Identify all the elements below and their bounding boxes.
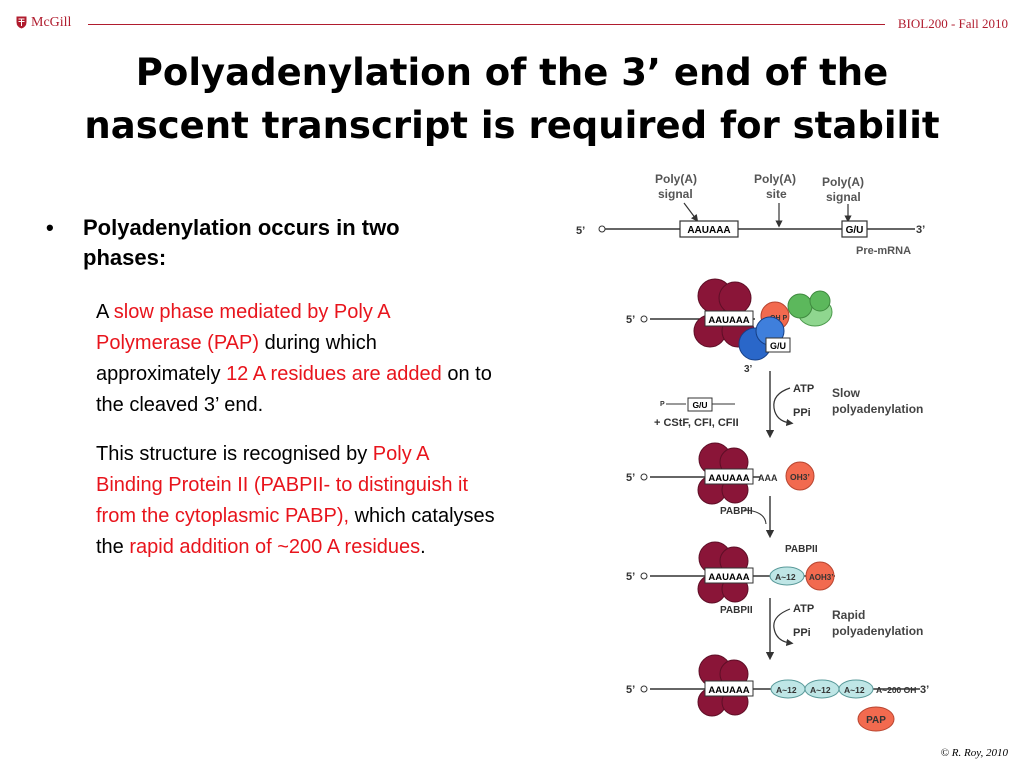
a200-label: A~200 OH xyxy=(876,685,916,695)
pabpii-label: PABPII xyxy=(720,605,753,616)
paragraph-slow-phase: A slow phase mediated by Poly A Polymera… xyxy=(96,297,496,421)
long-tail-rna: 5’ AAUAAA A~12 A~12 A~12 A~200 OH 3’ PAP xyxy=(626,654,929,732)
para2-highlight-2: rapid addition of ~200 A residues xyxy=(129,536,421,558)
mcgill-shield-icon xyxy=(16,16,27,29)
pap-enzyme xyxy=(785,461,815,491)
aauaaa-label: AAUAAA xyxy=(708,473,749,484)
para1-text-2: during which approximately xyxy=(96,332,377,385)
five-prime-label: 5’ xyxy=(576,225,585,237)
five-prime-label: 5’ xyxy=(626,314,635,326)
para2-text-2: which catalyses the xyxy=(96,505,495,558)
copyright-notice: © R. Roy, 2010 xyxy=(940,747,1008,759)
pabpii-label: PABPII xyxy=(720,506,753,517)
aauaaa-box xyxy=(679,220,739,238)
pap-label: PAP xyxy=(866,715,886,726)
para1-highlight-1: slow phase mediated by Poly A Polymerase… xyxy=(96,301,390,354)
header-rule xyxy=(88,24,885,25)
pre-mrna-label: Pre-mRNA xyxy=(856,245,911,257)
a12-label: A~12 xyxy=(776,685,797,695)
oh-p-label: OH P xyxy=(770,315,787,322)
gu-label: G/U xyxy=(770,341,786,351)
three-prime-label: 3’ xyxy=(920,684,929,696)
gu-label: G/U xyxy=(692,400,707,410)
five-prime-label: 5’ xyxy=(626,684,635,696)
released-factors-label: + CStF, CFI, CFII xyxy=(654,417,739,429)
pap-enzyme xyxy=(857,706,895,732)
p-label: P xyxy=(660,401,665,408)
atp-label: ATP xyxy=(793,603,814,615)
rapid-polyadenylation-label: Rapid polyadenylation xyxy=(832,608,923,638)
five-prime-label: 5’ xyxy=(626,571,635,583)
course-label: BIOL200 - Fall 2010 xyxy=(897,16,1008,31)
ppi-label: PPi xyxy=(793,627,811,639)
para2-highlight-1: Poly A Binding Protein II (PABPII- to di… xyxy=(96,443,469,527)
aoh-label: AOH3’ xyxy=(809,573,833,582)
polya-signal-label-2: Poly(A) signal xyxy=(822,175,867,204)
ppi-label: PPi xyxy=(793,407,811,419)
pabpii-step: PABPII xyxy=(720,496,775,539)
aauaaa-label: AAUAAA xyxy=(708,572,749,583)
gu-box xyxy=(841,220,868,238)
rapid-step: PABPII ATP PPi Rapid polyadenylation xyxy=(720,598,923,661)
short-tail-rna: 5’ AAUAAA AAA OH3’ xyxy=(626,442,815,505)
para1-text-3: on to the cleaved 3’ end. xyxy=(96,363,492,416)
gu-label: G/U xyxy=(846,225,864,236)
brand-name: McGill xyxy=(31,15,72,30)
pre-mrna-row: Poly(A) signal Poly(A) site Poly(A) sign… xyxy=(576,172,925,257)
five-prime-cap xyxy=(598,225,606,233)
oh3-label: OH3’ xyxy=(790,472,810,482)
para2-text-3: . xyxy=(420,536,426,558)
pabpii-label: PABPII xyxy=(785,544,818,555)
polya-signal-label-1: Poly(A) signal xyxy=(655,172,700,201)
polya-site-label: Poly(A) site xyxy=(754,172,799,201)
cleavage-complex: 5’ OH P AAUAAA G/U 3’ xyxy=(626,278,833,375)
a12-label: A~12 xyxy=(810,685,831,695)
signal-arrow-1 xyxy=(683,202,699,222)
slide-header: McGill BIOL200 - Fall 2010 xyxy=(0,12,1024,36)
slow-step: ATP PPi Slow polyadenylation P G/U + CSt… xyxy=(654,371,923,439)
atp-label: ATP xyxy=(793,383,814,395)
para1-highlight-2: 12 A residues are added xyxy=(226,363,442,385)
slide-title: Polyadenylation of the 3’ end of the nas… xyxy=(84,51,940,147)
three-prime-label: 3’ xyxy=(916,224,925,236)
slow-polyadenylation-label: Slow polyadenylation xyxy=(832,386,923,416)
a12-label: A~12 xyxy=(775,572,796,582)
polyadenylation-diagram: Poly(A) signal Poly(A) site Poly(A) sign… xyxy=(560,166,980,746)
paragraph-pabpii: This structure is recognised by Poly A B… xyxy=(96,439,496,563)
three-prime-label: 3’ xyxy=(744,364,753,375)
a12-label: A~12 xyxy=(844,685,865,695)
bullet-marker: • xyxy=(46,215,54,240)
para1-text-1: A xyxy=(96,301,114,323)
aauaaa-label: AAUAAA xyxy=(708,315,749,326)
bullet-text: Polyadenylation occurs in two phases: xyxy=(83,215,400,270)
five-prime-label: 5’ xyxy=(626,472,635,484)
aaa-label: AAA xyxy=(758,473,778,483)
pabpii-bound-rna: PABPII 5’ AAUAAA A~12 AOH3’ xyxy=(626,541,835,604)
para2-text-1: This structure is recognised by xyxy=(96,443,373,465)
aauaaa-label: AAUAAA xyxy=(687,225,730,236)
aauaaa-label: AAUAAA xyxy=(708,685,749,696)
